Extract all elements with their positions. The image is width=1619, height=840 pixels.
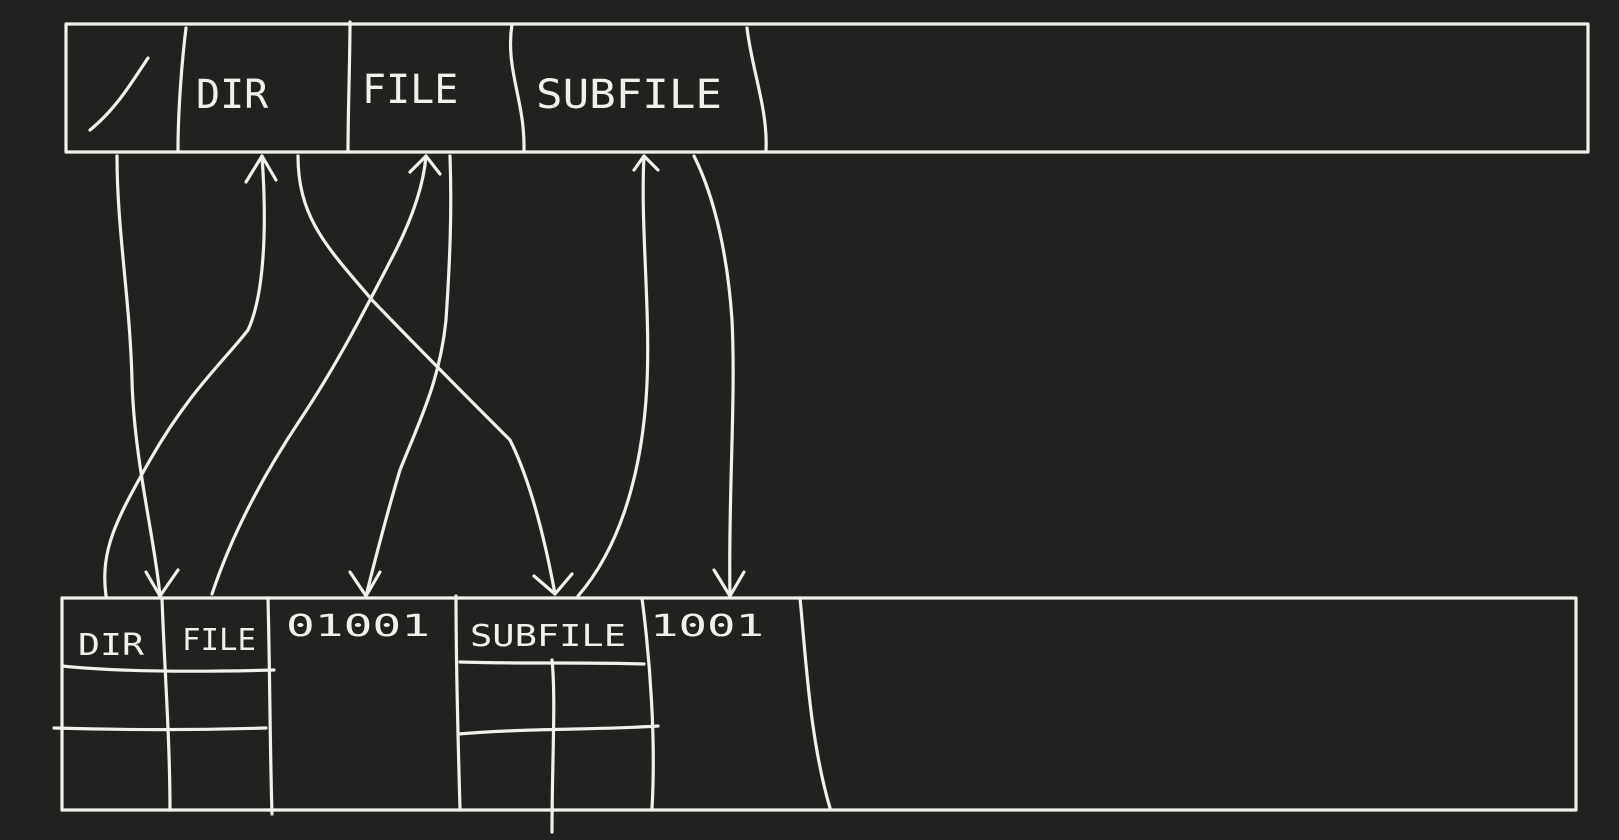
bottom-col-sep-3: [454, 594, 462, 810]
dir-to-top-dir-arrowhead: [244, 154, 278, 184]
top-divider-1: [176, 26, 188, 152]
bottom-file-label: FILE: [182, 623, 256, 658]
bottom-col-sep-5: [798, 596, 832, 810]
subfile-to-top-subfile-arrow: [576, 154, 650, 598]
subfile-to-top-subfile-arrowhead: [632, 154, 660, 172]
bottom-table: DIR FILE 01001 SUBFILE 1001: [52, 594, 1578, 834]
bottom-subfile-label: SUBFILE: [470, 619, 626, 654]
top-subfile-to-bits-arrowhead: [712, 568, 746, 598]
top-strip: / DIR FILE SUBFILE: [64, 20, 1590, 154]
bottom-bits-label-01001: 01001: [286, 609, 430, 644]
top-divider-3: [508, 22, 526, 152]
subfile-row-line: [456, 724, 660, 736]
bottom-col-sep-1: [160, 596, 172, 812]
top-subfile-to-bits-arrow: [692, 154, 735, 598]
bottom-col-sep-2: [266, 596, 274, 816]
file-to-top-file-arrow: [210, 154, 428, 596]
dir-to-top-dir-arrow: [103, 154, 266, 598]
root-to-dir-file-arrow: [115, 154, 162, 598]
top-file-label: FILE: [362, 67, 458, 113]
top-divider-4: [745, 26, 768, 152]
file-to-top-file-arrowhead: [408, 154, 442, 176]
top-dir-label: DIR: [196, 72, 269, 118]
top-file-to-bits-arrowhead: [348, 570, 382, 598]
dir-file-row-line: [52, 726, 268, 732]
dir-file-header-underline: [60, 664, 276, 673]
subfile-center-line: [550, 658, 556, 834]
root-to-dir-file-arrowhead: [144, 568, 180, 598]
top-strip-frame: [64, 22, 1590, 154]
top-subfile-label: SUBFILE: [536, 72, 722, 118]
connectors: [103, 154, 746, 598]
top-divider-2: [346, 20, 352, 154]
top-dir-to-subfile-arrowhead: [532, 572, 574, 596]
bottom-col-sep-4: [640, 596, 655, 810]
top-file-to-bits-arrow: [364, 154, 453, 598]
bottom-bits-label-1001: 1001: [650, 609, 764, 644]
bottom-dir-label: DIR: [78, 628, 145, 663]
root-slash-glyph: [88, 56, 150, 132]
bottom-table-frame: [60, 596, 1578, 812]
top-dir-to-subfile-arrow: [296, 154, 557, 596]
subfile-header-underline: [458, 660, 646, 666]
